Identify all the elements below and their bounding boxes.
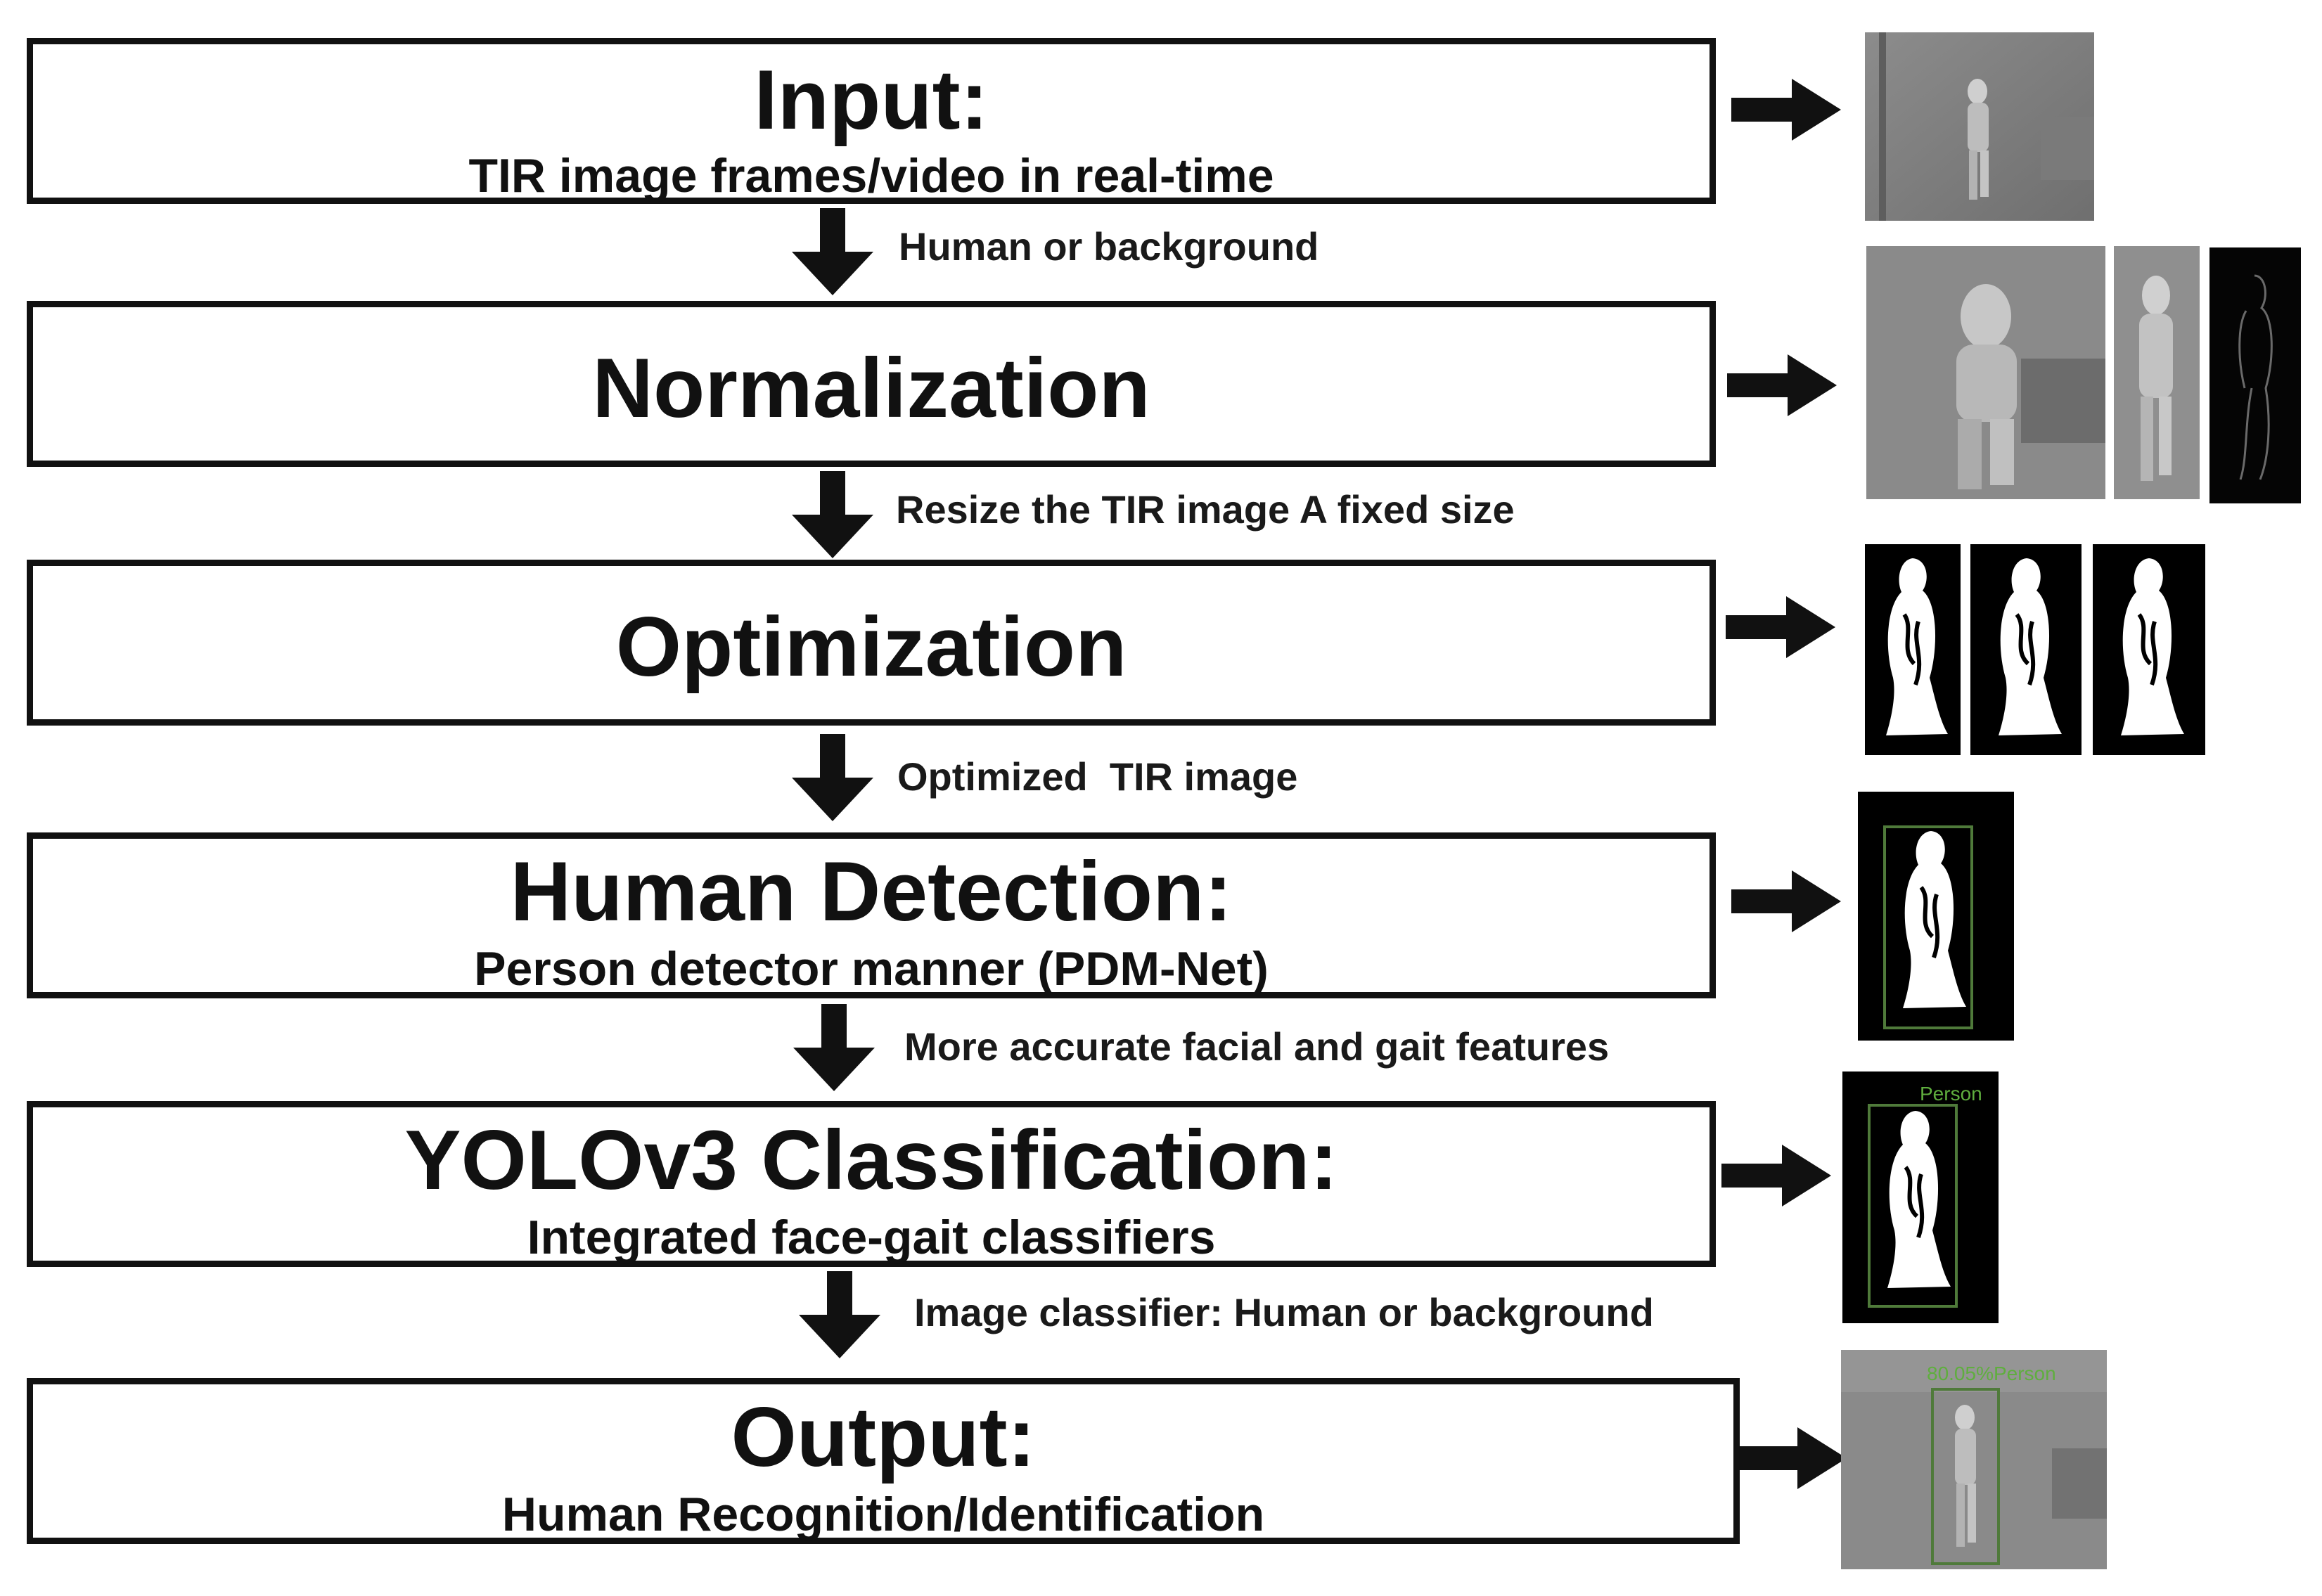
step-classification-subtitle: Integrated face-gait classifiers (527, 1211, 1216, 1264)
right-arrow-icon (1737, 1427, 1847, 1489)
step-input-box: Input: TIR image frames/video in real-ti… (27, 38, 1716, 204)
down-arrow-icon (792, 208, 873, 295)
down-arrow-icon (793, 1004, 875, 1091)
down-arrow-icon (792, 734, 873, 821)
connector-label: Optimized TIR image (897, 754, 1298, 799)
right-arrow-icon (1721, 1145, 1831, 1206)
step-detection-box: Human Detection: Person detector manner … (27, 832, 1716, 998)
classification-mask-image: Person (1842, 1071, 1999, 1323)
step-normalization-title: Normalization (592, 341, 1150, 435)
output-recognition-image: 80.05%Person (1841, 1350, 2107, 1569)
detection-mask-image (1858, 792, 2014, 1041)
connector-label: Resize the TIR image A fixed size (896, 487, 1515, 532)
normalized-image-resized (2114, 246, 2200, 499)
edge-map-image (2209, 247, 2301, 503)
step-normalization-box: Normalization (27, 301, 1716, 467)
output-label: 80.05%Person (1927, 1363, 2056, 1384)
connector-label: Human or background (899, 224, 1319, 269)
step-input-subtitle: TIR image frames/video in real-time (468, 149, 1274, 202)
step-optimization-title: Optimization (615, 600, 1127, 694)
right-arrow-icon (1731, 870, 1841, 932)
connector-label: More accurate facial and gait features (904, 1024, 1610, 1069)
classification-label: Person (1920, 1083, 1982, 1105)
normalized-image (1866, 246, 2105, 499)
step-optimization-box: Optimization (27, 560, 1716, 726)
step-input-title: Input: (754, 53, 989, 147)
down-arrow-icon (799, 1271, 880, 1358)
step-classification-box: YOLOv3 Classification: Integrated face-g… (27, 1101, 1716, 1267)
binary-mask-image (1865, 544, 1961, 755)
step-output-subtitle: Human Recognition/Identification (501, 1488, 1265, 1541)
binary-mask-image (1970, 544, 2082, 755)
step-detection-title: Human Detection: (510, 844, 1233, 939)
step-detection-subtitle: Person detector manner (PDM-Net) (474, 942, 1269, 996)
right-arrow-icon (1731, 79, 1841, 141)
step-output-box: Output: Human Recognition/Identification (27, 1378, 1740, 1544)
down-arrow-icon (792, 471, 873, 558)
binary-mask-image (2093, 544, 2205, 755)
right-arrow-icon (1726, 596, 1835, 658)
thermal-input-image (1865, 32, 2094, 221)
step-classification-title: YOLOv3 Classification: (404, 1113, 1338, 1207)
connector-label: Image classifier: Human or background (914, 1290, 1654, 1334)
right-arrow-icon (1727, 354, 1837, 416)
step-output-title: Output: (731, 1390, 1036, 1484)
